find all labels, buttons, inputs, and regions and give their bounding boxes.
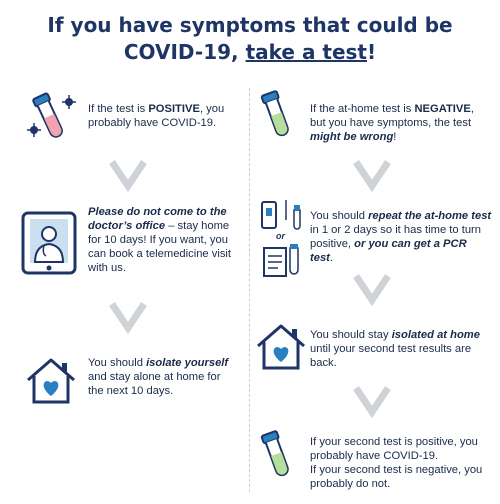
arrow-down-icon <box>353 274 391 307</box>
column-divider <box>249 88 250 492</box>
title-suffix: ! <box>367 40 377 64</box>
arrow-down-icon <box>353 160 391 193</box>
left-step-stay-home: Please do not come to the doctor’s offic… <box>88 206 232 274</box>
right-step-second-result: If your second test is positive, you pro… <box>310 436 483 490</box>
pcr-test-icon <box>263 244 299 277</box>
home-heart-icon <box>257 324 305 370</box>
or-label: or <box>276 231 285 241</box>
second-test-tube-icon <box>260 430 289 477</box>
home-heart-icon <box>27 358 75 404</box>
negative-test-tube-icon <box>260 90 289 137</box>
positive-test-tube-icon <box>27 92 76 138</box>
arrow-down-icon <box>109 160 147 193</box>
page-title: If you have symptoms that could be COVID… <box>0 12 500 66</box>
arrow-down-icon <box>109 302 147 335</box>
take-a-test-link[interactable]: take a test <box>245 40 367 64</box>
telemedicine-tablet-icon <box>21 211 77 275</box>
title-prefix: COVID-19, <box>123 40 246 64</box>
left-step-isolate: You should isolate yourself and stay alo… <box>88 357 229 397</box>
right-step-negative: If the at-home test is NEGATIVE, but you… <box>310 103 474 143</box>
right-step-stay-isolated: You should stay isolated at home until y… <box>310 329 480 369</box>
right-step-repeat-test: You should repeat the at-home test in 1 … <box>310 210 492 264</box>
arrow-down-icon <box>353 386 391 419</box>
left-step-positive: If the test is POSITIVE, you probably ha… <box>88 103 225 129</box>
title-line-2: COVID-19, take a test! <box>0 39 500 66</box>
title-line-1: If you have symptoms that could be <box>47 13 453 37</box>
at-home-test-kit-icon <box>261 200 301 230</box>
